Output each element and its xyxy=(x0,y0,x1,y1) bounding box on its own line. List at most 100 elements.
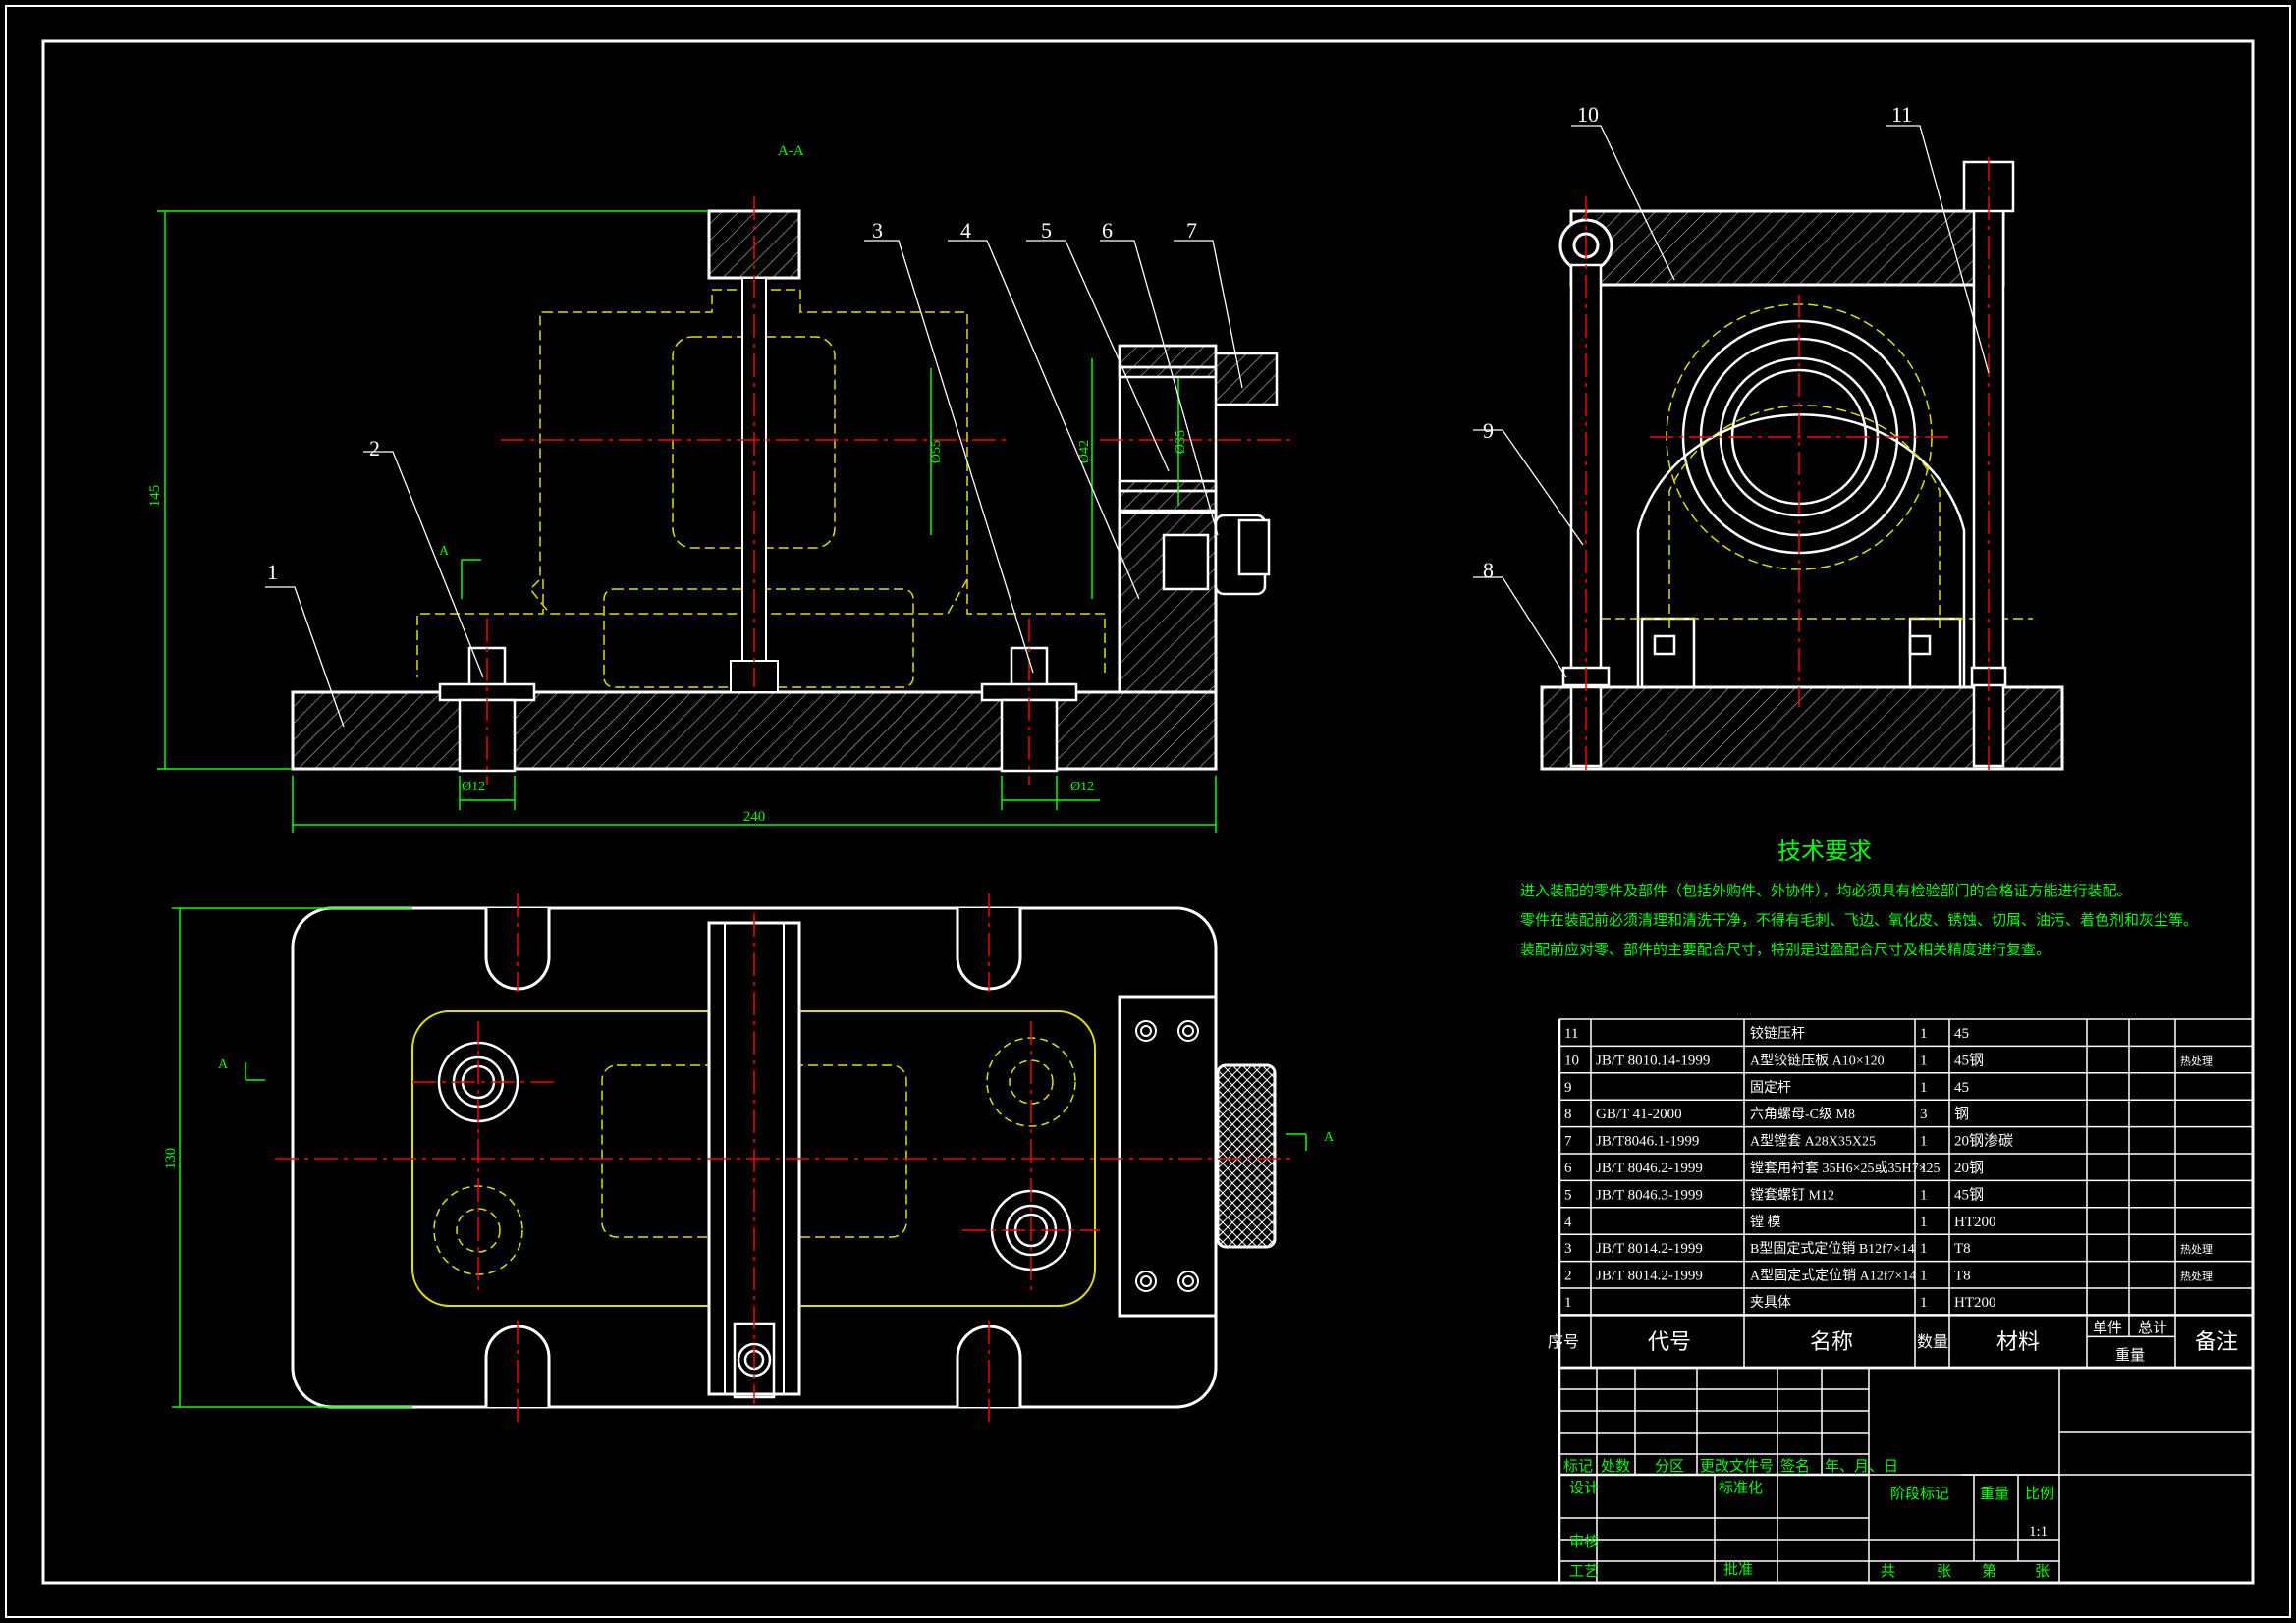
bom-cell-no: 6 xyxy=(1564,1161,1572,1176)
side-view: 10 11 9 8 xyxy=(1473,102,2064,776)
bom-cell-qty: 1 xyxy=(1920,1295,1928,1311)
tb-sheets: 张 xyxy=(1937,1562,1951,1580)
tb-count: 处数 xyxy=(1601,1457,1630,1475)
bom-cell-code: JB/T 8010.14-1999 xyxy=(1596,1053,1710,1068)
section-mark-left: A xyxy=(218,1057,229,1072)
bom-header-unit: 单件 xyxy=(2093,1319,2122,1336)
bom-cell-mat: 20钢 xyxy=(1954,1160,1984,1176)
bom-cell-name: 固定杆 xyxy=(1750,1080,1791,1096)
title-block-grid xyxy=(1558,1366,2255,1585)
bom-cell-qty: 1 xyxy=(1920,1026,1928,1042)
top-support-screws xyxy=(1135,1020,1199,1292)
dimension-bushing-inner: Ø35 xyxy=(1174,430,1188,454)
front-center-lines xyxy=(486,196,1296,785)
tb-approve: 批准 xyxy=(1723,1560,1753,1578)
title-block-labels: 标记 处数 分区 更改文件号 签名 年、月、日 设计 标准化 审核 工艺 批准 … xyxy=(1563,1457,2054,1580)
dimension-bore: Ø55 xyxy=(929,440,944,463)
balloon-1: 1 xyxy=(267,560,278,584)
bom-header-code: 代号 xyxy=(1648,1330,1691,1355)
locating-pin-left xyxy=(438,646,536,773)
balloon-6: 6 xyxy=(1102,218,1113,243)
bom-cell-no: 1 xyxy=(1564,1295,1572,1311)
tb-process: 工艺 xyxy=(1569,1562,1599,1580)
bom-cell-note: 热处理 xyxy=(2180,1243,2213,1256)
top-view: 130 A A xyxy=(163,893,1335,1422)
tb-date: 年、月、日 xyxy=(1825,1457,1898,1475)
bom-cell-code: JB/T 8046.2-1999 xyxy=(1596,1161,1703,1176)
bom-cell-qty: 1 xyxy=(1920,1053,1928,1068)
balloon-7: 7 xyxy=(1186,218,1197,243)
bom-cell-mat: 45 xyxy=(1954,1026,1969,1042)
top-dimension-lines xyxy=(172,907,1307,1408)
front-leaders xyxy=(265,240,1243,728)
balloon-5: 5 xyxy=(1041,218,1052,243)
tb-zone: 分区 xyxy=(1655,1457,1684,1475)
bom-cell-qty: 1 xyxy=(1920,1187,1928,1203)
bom-cell-mat: T8 xyxy=(1954,1269,1971,1284)
tech-line-1: 进入装配的零件及部件（包括外购件、外协件），均必须具有检验部门的合格证方能进行装… xyxy=(1520,882,2132,899)
tb-sheet-no: 第 xyxy=(1982,1562,1996,1580)
bom-cell-no: 3 xyxy=(1564,1241,1572,1257)
bom-header-no: 序号 xyxy=(1548,1332,1579,1351)
bom-cell-note: 热处理 xyxy=(2180,1271,2213,1283)
balloon-2: 2 xyxy=(369,436,380,460)
tb-mark: 标记 xyxy=(1563,1457,1593,1475)
tb-design: 设计 xyxy=(1569,1479,1599,1496)
balloon-9: 9 xyxy=(1483,418,1494,443)
title-block: 标记 处数 分区 更改文件号 签名 年、月、日 设计 标准化 审核 工艺 批准 … xyxy=(1558,1366,2255,1585)
bom-cell-code: JB/T8046.1-1999 xyxy=(1596,1134,1699,1150)
bom-cell-no: 8 xyxy=(1564,1107,1572,1122)
bom-cell-name: B型固定式定位销 B12f7×14 xyxy=(1750,1241,1915,1257)
bom-cell-note: 热处理 xyxy=(2180,1055,2213,1067)
front-dimension-lines xyxy=(157,210,1217,833)
bom-cell-qty: 1 xyxy=(1920,1215,1928,1230)
bom-cell-name: 镗 模 xyxy=(1750,1215,1781,1230)
bom-header-note: 备注 xyxy=(2195,1330,2238,1355)
bom-cell-no: 11 xyxy=(1564,1026,1578,1042)
dimension-bushing-outer: Ø42 xyxy=(1077,440,1092,463)
bom-cell-mat: 45钢 xyxy=(1954,1052,1984,1068)
balloon-8: 8 xyxy=(1483,558,1494,582)
section-mark-right: A xyxy=(1324,1130,1335,1145)
side-leaders xyxy=(1473,125,1990,678)
section-label: A-A xyxy=(778,143,804,159)
bom-cell-qty: 3 xyxy=(1920,1107,1928,1122)
tech-line-2: 零件在装配前必须清理和清洗干净，不得有毛刺、飞边、氧化皮、锈蚀、切屑、油污、着色… xyxy=(1520,911,2198,929)
tb-total-sheets: 共 xyxy=(1881,1562,1895,1580)
dimension-pin-right: Ø12 xyxy=(1070,780,1094,794)
bom-header-name: 名称 xyxy=(1810,1330,1853,1355)
balloon-10: 10 xyxy=(1577,102,1599,127)
tb-scale-value: 1:1 xyxy=(2029,1524,2048,1540)
section-mark-top-label: A xyxy=(439,544,450,559)
bom-cell-mat: T8 xyxy=(1954,1241,1971,1257)
bom-cell-name: 镗套用衬套 35H6×25或35H7×25 xyxy=(1750,1161,1941,1176)
bom-header: 序号 代号 名称 数量 材料 单件 总计 重量 备注 xyxy=(1548,1319,2238,1364)
side-hinge-plate xyxy=(1569,209,2005,287)
bom-header-qty: 数量 xyxy=(1917,1332,1948,1351)
bom-cell-qty: 1 xyxy=(1920,1269,1928,1284)
tb-review: 审核 xyxy=(1569,1533,1599,1550)
balloon-11: 11 xyxy=(1891,102,1912,127)
bom-cell-no: 2 xyxy=(1564,1269,1572,1284)
bom-cell-qty: 1 xyxy=(1920,1134,1928,1150)
top-boring-support xyxy=(1118,995,1218,1318)
tb-stage: 阶段标记 xyxy=(1890,1485,1949,1502)
bom-cell-name: A型铰链压板 A10×120 xyxy=(1750,1053,1885,1068)
bom-cell-no: 4 xyxy=(1564,1215,1572,1230)
bom-cell-no: 5 xyxy=(1564,1187,1572,1203)
balloon-3: 3 xyxy=(872,218,883,243)
top-knurled-screw xyxy=(1216,1063,1277,1249)
bom-cell-mat: 钢 xyxy=(1954,1106,1969,1122)
base-plate xyxy=(291,690,1218,771)
side-center-lines xyxy=(1585,157,1990,776)
section-mark-top xyxy=(461,559,481,599)
bom-cell-code: JB/T 8014.2-1999 xyxy=(1596,1269,1703,1284)
bom-cell-name: 铰链压杆 xyxy=(1750,1026,1805,1042)
bom-cell-code: JB/T 8014.2-1999 xyxy=(1596,1241,1703,1257)
dimension-height: 145 xyxy=(147,485,163,508)
bom-cell-no: 9 xyxy=(1564,1080,1572,1096)
bom-cell-mat: 20钢渗碳 xyxy=(1954,1133,2013,1150)
